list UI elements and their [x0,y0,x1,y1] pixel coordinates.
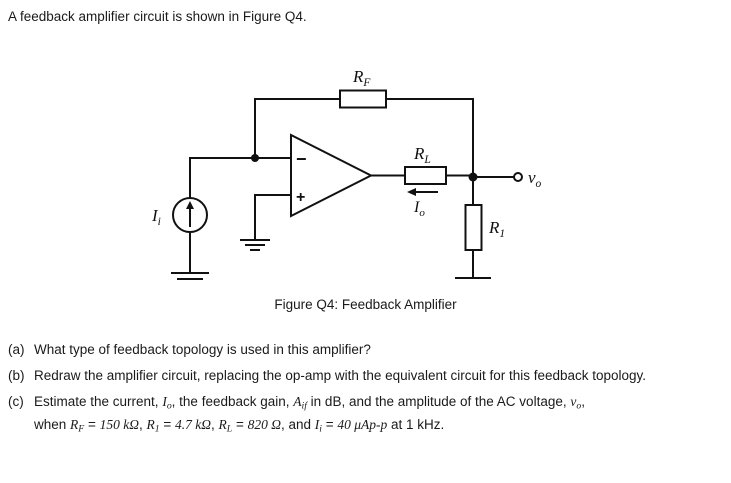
output-terminal-circle [513,172,523,182]
label-RF: RF [352,67,371,89]
intro-text: A feedback amplifier circuit is shown in… [8,9,307,24]
resistor-RL-body [404,166,447,185]
opamp-plus-sign: + [296,189,305,206]
math-subscript: o [166,400,172,412]
math-value: 4.7 kΩ [175,417,212,433]
wire-feedback-left [254,98,341,159]
circuit-figure: Ii − + Io vo RF RL R1 [0,30,731,291]
question-text: Redraw the amplifier circuit, replacing … [34,368,647,383]
math-variable: Aif [293,394,307,412]
junction-dot-inverting [251,154,259,162]
math-variable: Ii [314,417,322,435]
figure-caption: Figure Q4: Feedback Amplifier [274,297,457,312]
math-value: 150 kΩ [99,417,139,433]
math-subscript: F [78,423,85,435]
question-text: What type of feedback topology is used i… [34,342,371,357]
math-value: 820 Ω [247,417,281,433]
math-subscript: i [319,423,322,435]
current-source-arrow-head [186,201,194,209]
resistor-RF-body [339,89,387,109]
label-Ii: Ii [151,206,161,228]
math-subscript: L [226,423,233,435]
wire-feedback-right [385,98,474,178]
question-item: (b) Redraw the amplifier circuit, replaci… [8,366,723,385]
question-text: Estimate the current, Io, the feedback g… [34,394,585,435]
wire-noninverting-to-ground [254,194,292,241]
question-item: (a) What type of feedback topology is use… [8,340,723,359]
math-variable: R1 [146,417,160,435]
math-subscript: o [576,400,582,412]
questions-list: (a) What type of feedback topology is use… [8,340,723,446]
math-subscript: 1 [154,423,160,435]
resistor-R1-body [464,204,483,251]
math-variable: RL [218,417,233,435]
question-marker: (a) [8,342,25,357]
math-variable: RF [70,417,85,435]
math-subscript: if [301,400,307,412]
circuit-svg: Ii − + Io vo RF RL R1 [151,67,542,291]
math-variable: Io [162,394,172,412]
label-vo: vo [528,168,542,190]
question-marker: (b) [8,368,25,383]
wire-input-to-inverting [189,157,292,199]
question-item: (c) Estimate the current, Io, the feedbac… [8,392,723,439]
opamp-minus-sign: − [296,149,307,169]
math-variable: vo [570,394,582,412]
opamp-triangle [290,133,374,218]
question-marker: (c) [8,394,24,409]
math-value: 40 μAp-p [337,417,388,433]
label-R1: R1 [488,218,505,240]
label-RL: RL [413,144,431,166]
current-arrow-Io-head [407,188,416,196]
label-Io: Io [413,199,425,219]
